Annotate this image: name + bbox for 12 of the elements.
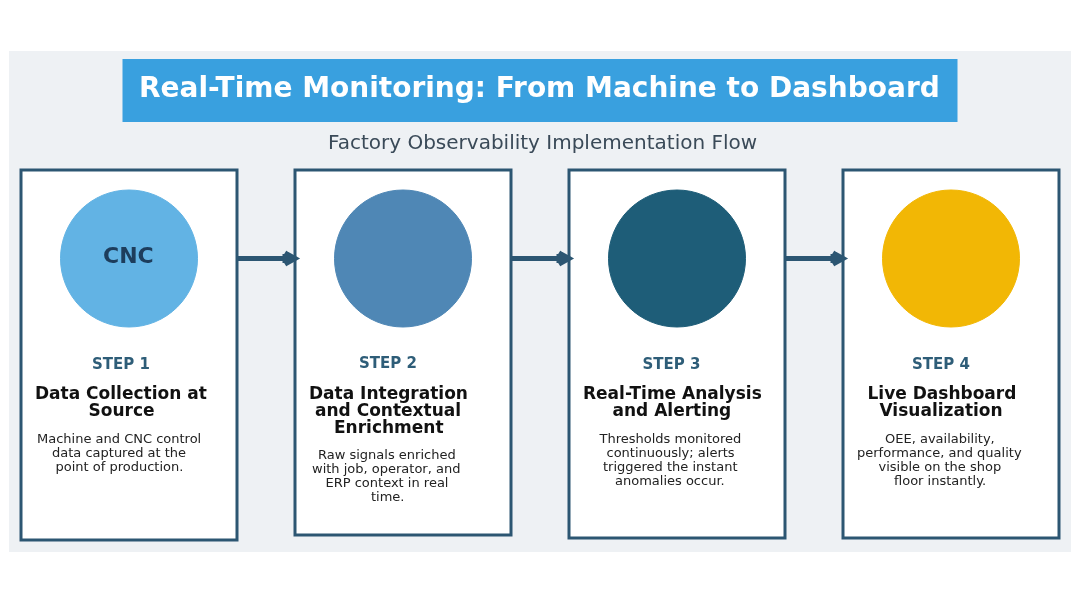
diagram-title: Real-Time Monitoring: From Machine to Dashboard — [139, 70, 940, 104]
arrow — [785, 250, 846, 267]
node-circle: CNC — [60, 189, 198, 328]
cluster: STEP 3 Real-Time Analysis and Alerting Thresholds monitored continuously; alerts triggered the instant anomalies occur. — [567, 168, 787, 540]
arrow — [237, 250, 298, 267]
cluster: STEP 2 Data Integration and Contextual Enrichment Raw signals enriched with job, operator, and ERP context in real time. — [293, 168, 513, 537]
node-circle — [334, 189, 472, 328]
node-circle — [608, 189, 746, 328]
node-circle — [882, 189, 1020, 328]
label: Factory Observability Implementation Flow — [328, 130, 758, 154]
arrow — [511, 250, 572, 267]
cluster: STEP 4 Live Dashboard Visualization OEE, availability, performance, and quality visible on the shop floor instantly. — [841, 168, 1061, 540]
